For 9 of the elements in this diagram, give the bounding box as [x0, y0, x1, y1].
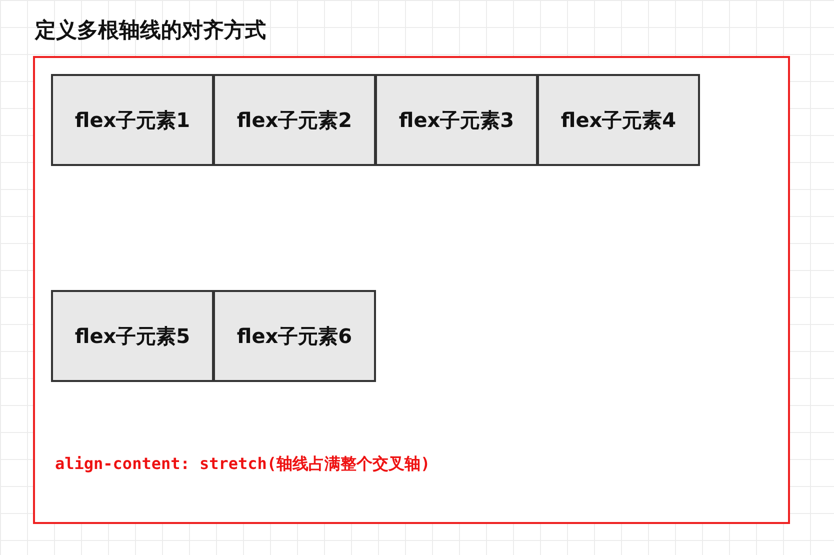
title: 定义多根轴线的对齐方式 [35, 17, 266, 44]
flex-item-box: flex子元素4 [537, 74, 700, 166]
note-text: align-content: stretch(轴线占满整个交叉轴) [55, 454, 430, 475]
flex-item-box: flex子元素5 [51, 290, 214, 382]
container-box [33, 56, 790, 524]
flex-item-box: flex子元素6 [213, 290, 376, 382]
flex-item-box: flex子元素1 [51, 74, 214, 166]
flex-item-box: flex子元素3 [375, 74, 538, 166]
flex-item-box: flex子元素2 [213, 74, 376, 166]
